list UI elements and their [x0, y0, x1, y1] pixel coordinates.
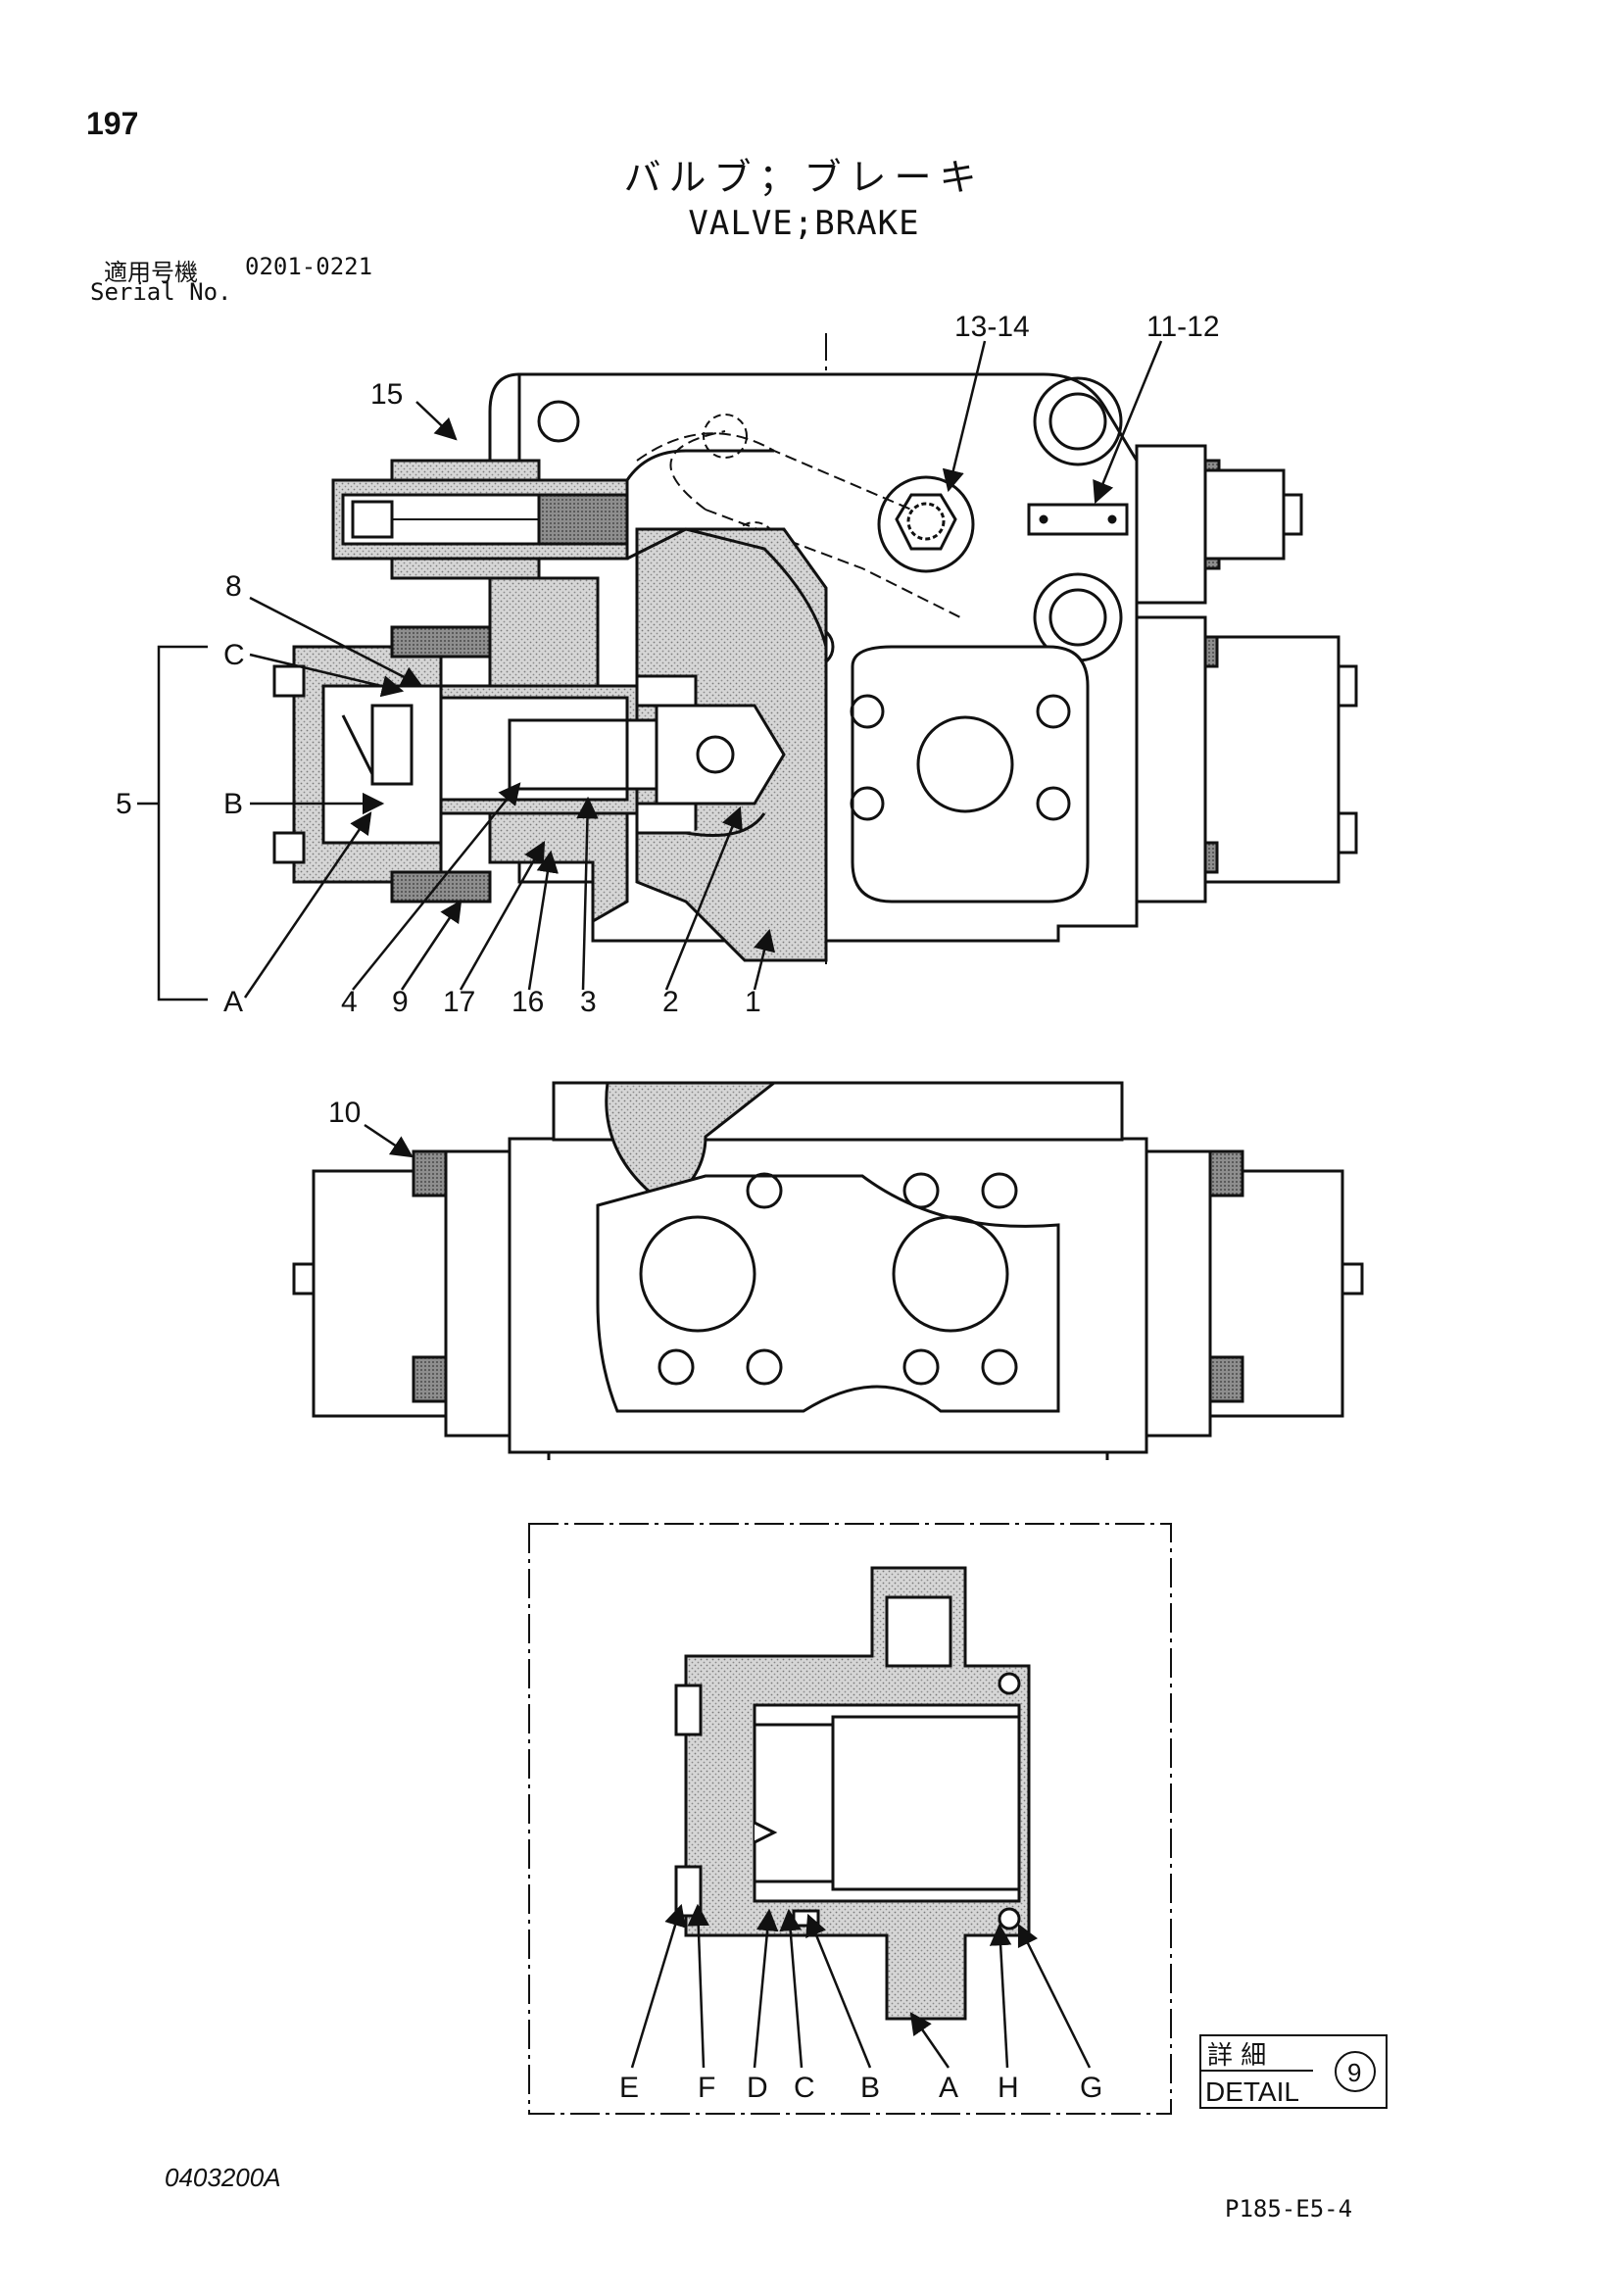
callout-C-top: C [223, 639, 245, 671]
detail-callout-E: E [619, 2072, 639, 2104]
callout-15: 15 [370, 378, 403, 411]
title-english: VALVE;BRAKE [688, 204, 920, 243]
detail-view-leaders [630, 1903, 1092, 2069]
callout-labels: 15 13-14 11-12 8 C 5 B A 4 9 17 16 3 2 1… [116, 311, 1361, 2107]
page-reference: P185-E5-4 [1225, 2195, 1353, 2223]
callout-13-14: 13-14 [954, 311, 1030, 343]
detail-callout-H: H [998, 2072, 1019, 2104]
callout-3: 3 [580, 986, 597, 1018]
top-view-leaders [137, 340, 1163, 1001]
callout-11-12: 11-12 [1146, 311, 1220, 343]
callout-8: 8 [225, 570, 242, 603]
title-japanese: バルブ；ブレーキ [623, 156, 985, 199]
detail-callout-G: G [1080, 2072, 1102, 2104]
detail-view [528, 1523, 1172, 2115]
callout-17: 17 [443, 986, 475, 1018]
callout-9: 9 [392, 986, 409, 1018]
callout-1: 1 [745, 986, 761, 1018]
callout-16: 16 [512, 986, 544, 1018]
detail-callout-A: A [939, 2072, 958, 2104]
front-view-leaders [364, 1123, 414, 1158]
serial-range: 0201-0221 [245, 253, 373, 280]
detail-label-en: DETAIL [1205, 2076, 1299, 2107]
detail-callout-B: B [860, 2072, 880, 2104]
detail-callout-D: D [747, 2072, 768, 2104]
callout-5: 5 [116, 788, 132, 820]
serial-label-english: Serial No. [90, 278, 232, 306]
callout-B-top: B [223, 788, 243, 820]
detail-label-jp: 詳 細 [1207, 2041, 1266, 2071]
detail-badge [1199, 2034, 1388, 2109]
document-code: 0403200A [165, 2163, 281, 2192]
callout-10: 10 [328, 1097, 361, 1129]
detail-callout-C: C [794, 2072, 815, 2104]
page-number: 197 [86, 106, 139, 141]
top-view [272, 333, 1358, 970]
detail-number: 9 [1347, 2058, 1361, 2087]
callout-4: 4 [341, 986, 358, 1018]
front-view [292, 1081, 1364, 1460]
serial-label-japanese: 適用号機 [104, 259, 198, 286]
callout-2: 2 [662, 986, 679, 1018]
detail-callout-F: F [698, 2072, 715, 2104]
callout-A-top: A [223, 986, 243, 1018]
